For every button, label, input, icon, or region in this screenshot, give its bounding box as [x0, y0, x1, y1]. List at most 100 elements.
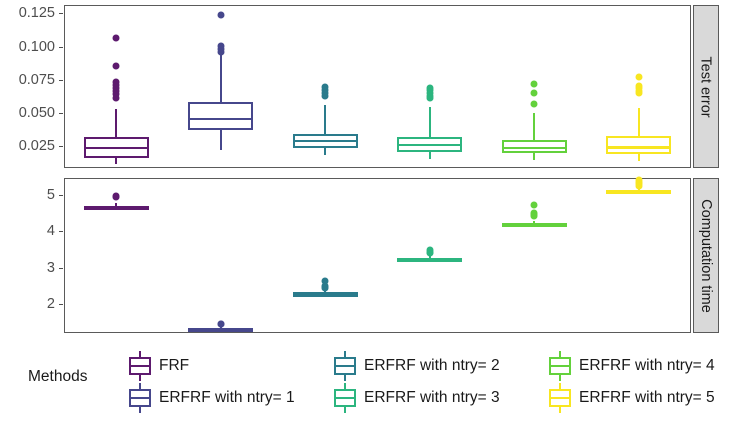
outlier-point	[530, 80, 538, 88]
y-axis-label: 4	[46, 223, 55, 240]
y-tickmark	[59, 231, 63, 232]
plot-panel-1	[64, 5, 691, 168]
facet-strip-1: Test error	[693, 5, 719, 168]
facet-strip-2: Computation time	[693, 178, 719, 333]
outlier-point	[635, 182, 643, 189]
whisker-lower	[219, 130, 222, 151]
outlier-point	[217, 320, 225, 328]
outlier-point	[217, 11, 225, 19]
whisker-upper	[533, 113, 536, 140]
median-line	[606, 146, 672, 149]
whisker-upper	[115, 203, 118, 207]
legend-key-icon	[545, 350, 575, 382]
whisker-upper	[637, 188, 640, 191]
outlier-point	[321, 284, 329, 292]
outlier-point	[321, 277, 329, 285]
legend-item-label: ERFRF with ntry= 1	[159, 389, 295, 406]
box	[188, 102, 254, 131]
whisker-lower	[533, 153, 536, 160]
median-line	[501, 146, 567, 150]
outlier-point	[112, 62, 120, 70]
y-tickmark	[59, 146, 63, 147]
median-line	[397, 258, 463, 261]
median-line	[188, 117, 254, 121]
outlier-point	[112, 90, 120, 98]
legend-key-icon	[125, 350, 155, 382]
legend-title: Methods	[28, 368, 88, 385]
y-axis-label: 3	[46, 259, 55, 276]
legend-key-icon	[545, 382, 575, 414]
whisker-upper	[637, 107, 640, 137]
legend-item-label: FRF	[159, 357, 190, 374]
legend-item-label: ERFRF with ntry= 4	[579, 357, 715, 374]
y-axis-label: 0.100	[18, 38, 55, 55]
y-tickmark	[59, 13, 63, 14]
outlier-point	[112, 193, 120, 201]
whisker-lower	[324, 147, 327, 155]
outlier-point	[426, 249, 434, 257]
legend-key-icon	[330, 382, 360, 414]
legend-key-icon	[330, 350, 360, 382]
y-tickmark	[59, 80, 63, 81]
y-tickmark	[59, 113, 63, 114]
outlier-point	[321, 83, 329, 90]
outlier-point	[530, 89, 538, 97]
y-axis-label: 0.025	[18, 138, 55, 155]
legend-item-label: ERFRF with ntry= 3	[364, 389, 500, 406]
outlier-point	[321, 92, 329, 100]
y-axis-label: 2	[46, 295, 55, 312]
box	[606, 136, 672, 154]
y-axis-label: 0.075	[18, 71, 55, 88]
outlier-point	[530, 100, 538, 108]
median-line	[606, 190, 672, 193]
whisker-upper	[115, 109, 118, 138]
outlier-point	[112, 34, 120, 42]
median-line	[83, 206, 149, 209]
outlier-point	[635, 73, 643, 81]
outlier-point	[635, 89, 643, 97]
outlier-point	[530, 212, 538, 220]
whisker-upper	[428, 107, 431, 138]
y-tickmark	[59, 268, 63, 269]
legend-key-icon	[125, 382, 155, 414]
y-axis-label: 0.125	[18, 5, 55, 22]
median-line	[292, 292, 358, 296]
median-line	[188, 327, 254, 331]
whisker-upper	[324, 290, 327, 293]
outlier-point	[426, 94, 434, 102]
y-tickmark	[59, 195, 63, 196]
y-tickmark	[59, 304, 63, 305]
whisker-lower	[115, 157, 118, 164]
whisker-upper	[219, 55, 222, 103]
whisker-lower	[428, 152, 431, 159]
y-tickmark	[59, 47, 63, 48]
y-axis-label: 5	[46, 187, 55, 204]
legend-item-label: ERFRF with ntry= 5	[579, 389, 715, 406]
y-axis-label: 0.050	[18, 105, 55, 122]
whisker-upper	[324, 105, 327, 135]
whisker-lower	[637, 153, 640, 161]
median-line	[83, 146, 149, 150]
whisker-upper	[533, 220, 536, 224]
outlier-point	[112, 94, 120, 102]
outlier-point	[217, 42, 225, 50]
plot-panel-2	[64, 178, 691, 333]
whisker-upper	[428, 256, 431, 259]
outlier-point	[530, 201, 538, 209]
median-line	[292, 139, 358, 143]
legend: Methods FRF ERFRF with ntry= 1 ERFRF with n…	[0, 340, 747, 427]
outlier-point	[217, 48, 225, 56]
